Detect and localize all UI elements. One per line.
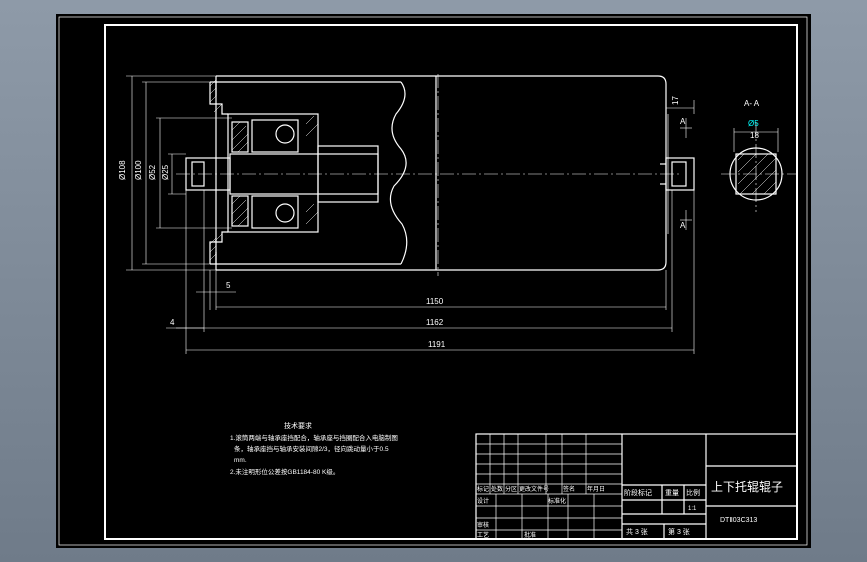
tb-part-name: 上下托辊辊子 <box>711 480 783 494</box>
notes-line-2: 条，轴承座挡与轴承安装间隙2/3，径向跳动量小于0.5 <box>234 444 389 453</box>
dim-17: 17 <box>671 96 680 105</box>
tb-sign: 签名 <box>563 485 575 493</box>
tb-revision-mark: 阶段标记 <box>624 488 652 497</box>
tb-scale-value: 1:1 <box>688 506 697 512</box>
dim-4: 4 <box>170 318 175 327</box>
outer-frame <box>58 16 808 546</box>
dim-d108: Ø108 <box>118 160 127 180</box>
tb-zone: 分区 <box>505 485 517 493</box>
tb-date: 年月日 <box>587 485 605 493</box>
tb-standard: 标准化 <box>548 497 566 505</box>
section-title: A- A <box>744 99 760 108</box>
section-dia: Ø5 <box>748 119 759 128</box>
dim-d52: Ø52 <box>148 164 157 180</box>
notes-heading: 技术要求 <box>284 421 312 430</box>
roller-main-view <box>176 74 695 276</box>
tb-approve: 批准 <box>524 531 536 539</box>
tb-mark: 标记 <box>477 485 489 493</box>
dim-5: 5 <box>226 281 231 290</box>
dim-1150: 1150 <box>426 297 444 306</box>
tb-sheet-no: 第 3 张 <box>668 527 690 536</box>
tb-weight: 重量 <box>665 489 679 497</box>
tb-process: 工艺 <box>477 531 489 539</box>
dim-1191: 1191 <box>428 340 446 349</box>
tb-sheets: 共 3 张 <box>626 527 648 536</box>
drawing-viewport[interactable]: Ø108 Ø100 Ø52 Ø25 5 1150 1162 1191 4 17 … <box>56 14 811 548</box>
tb-drawing-no: DTⅡ03C313 <box>720 517 757 524</box>
dim-1162: 1162 <box>426 318 444 327</box>
tb-checker: 审核 <box>477 521 489 529</box>
tb-change-doc: 更改文件号 <box>519 485 549 493</box>
tb-count: 处数 <box>491 485 503 493</box>
cut-label-top: A <box>680 117 686 126</box>
section-a-a <box>721 122 796 212</box>
notes-line-4: 2.未注明形位公差按GB1184-80 K级。 <box>230 467 339 476</box>
drawing-sheet: Ø108 Ø100 Ø52 Ø25 5 1150 1162 1191 4 17 … <box>58 16 808 546</box>
dimension-lines <box>126 75 695 354</box>
dim-d25: Ø25 <box>161 164 170 180</box>
inner-frame <box>104 24 798 540</box>
notes-line-1: 1.滚筒两端与轴承座挡配合，轴承座与挡圈配合入电脑制图 <box>230 433 398 442</box>
dim-d100: Ø100 <box>134 160 143 180</box>
tb-scale: 比例 <box>686 488 700 497</box>
section-width: 18 <box>750 131 759 140</box>
title-block <box>475 433 798 540</box>
cut-label-bottom: A <box>680 221 686 230</box>
tb-designer: 设计 <box>477 497 489 505</box>
notes-line-3: mm. <box>234 457 247 464</box>
